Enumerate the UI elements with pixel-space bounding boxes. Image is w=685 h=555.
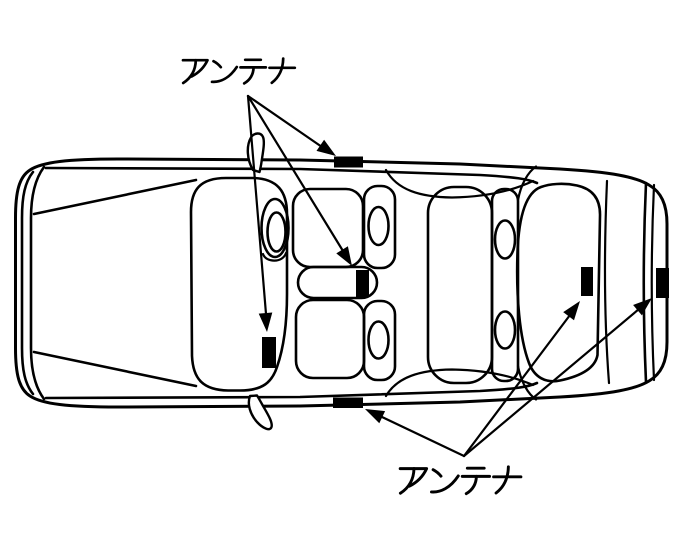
- top-leader-arrows: [246, 94, 352, 332]
- arrowhead-icon: [258, 312, 273, 332]
- bottom-antenna-label: [398, 465, 523, 496]
- kana-te: [460, 466, 492, 496]
- front-bumper-line-2: [29, 165, 46, 401]
- front-seat-left-headrest: [367, 205, 390, 247]
- steering-wheel-rim: [260, 197, 290, 259]
- leader-arrow-roof-rail: [246, 94, 336, 156]
- kana-na: [492, 465, 523, 495]
- bottom-antenna-label-text: アンテナ: [400, 464, 523, 500]
- quarter-line-bottom: [384, 368, 535, 398]
- rear-seat-back: [490, 187, 520, 383]
- c-pillar-top: [516, 165, 538, 202]
- leader-arrow-rear-deck: [462, 301, 580, 458]
- kana-a: [181, 58, 209, 85]
- leader-arrow-rear-bumper: [462, 298, 652, 458]
- antenna-marker-rear-bumper: [656, 268, 669, 298]
- leader-arrow-front-door: [246, 94, 273, 332]
- antenna-marker-rocker-panel: [333, 397, 363, 408]
- roof-rail-inner-line-bottom: [44, 381, 539, 400]
- kana-te: [239, 58, 268, 85]
- side-mirror-bottom: [247, 394, 273, 431]
- front-seats: [291, 184, 397, 382]
- steering-wheel: [260, 197, 290, 262]
- antenna-marker-roof-rail: [334, 156, 363, 168]
- arrowhead-icon: [563, 301, 580, 321]
- leader-arrow-center-console: [246, 94, 352, 266]
- hood-crease-top: [32, 178, 198, 216]
- arrowhead-icon: [336, 246, 352, 266]
- kana-n: [430, 468, 460, 494]
- side-mirror-top: [246, 132, 266, 174]
- front-bumper-line-1: [20, 170, 35, 396]
- hood-crease-bottom: [32, 350, 198, 388]
- arrowhead-icon: [365, 409, 386, 424]
- car-body-outline: [14, 157, 669, 409]
- steering-wheel-inner: [266, 211, 287, 253]
- antenna-markers: [262, 156, 669, 408]
- kana-na: [268, 57, 297, 85]
- roof-rail-inner-line-top: [44, 166, 539, 185]
- arrowhead-icon: [316, 139, 336, 156]
- rear-end: [515, 179, 656, 385]
- rear-window-outline: [515, 182, 602, 383]
- rear-seat-cushion: [426, 185, 494, 385]
- top-antenna-label: [181, 57, 297, 85]
- kana-n: [210, 59, 239, 84]
- antenna-marker-rear-deck: [581, 267, 593, 296]
- top-antenna-label-text: アンテナ: [180, 54, 299, 89]
- arrowhead-icon: [633, 298, 652, 316]
- bottom-leader-arrows: [365, 298, 652, 458]
- body-outer-outline: [14, 157, 669, 409]
- windshield-outline: [189, 176, 289, 392]
- trunk-edge-line-1: [642, 181, 648, 384]
- leader-arrow-rocker-panel: [365, 409, 466, 458]
- front-seat-left-back: [362, 184, 397, 270]
- center-console: [296, 265, 379, 300]
- front-seat-right-cushion: [294, 298, 366, 380]
- quarter-line-top: [384, 168, 535, 199]
- steering-column-arc: [261, 251, 288, 262]
- greenhouse-lines: [384, 165, 538, 401]
- rear-deck-line: [603, 179, 611, 385]
- antenna-marker-front-door: [262, 337, 276, 368]
- front-seat-right-headrest: [367, 320, 390, 360]
- trunk-edge-line-2: [650, 183, 656, 382]
- rear-seat: [426, 185, 520, 385]
- rear-headrest-left: [493, 219, 517, 260]
- kana-a: [398, 467, 429, 495]
- front-seat-right-back: [362, 299, 397, 382]
- antenna-marker-center-console: [356, 270, 369, 297]
- rear-headrest-right: [493, 310, 517, 350]
